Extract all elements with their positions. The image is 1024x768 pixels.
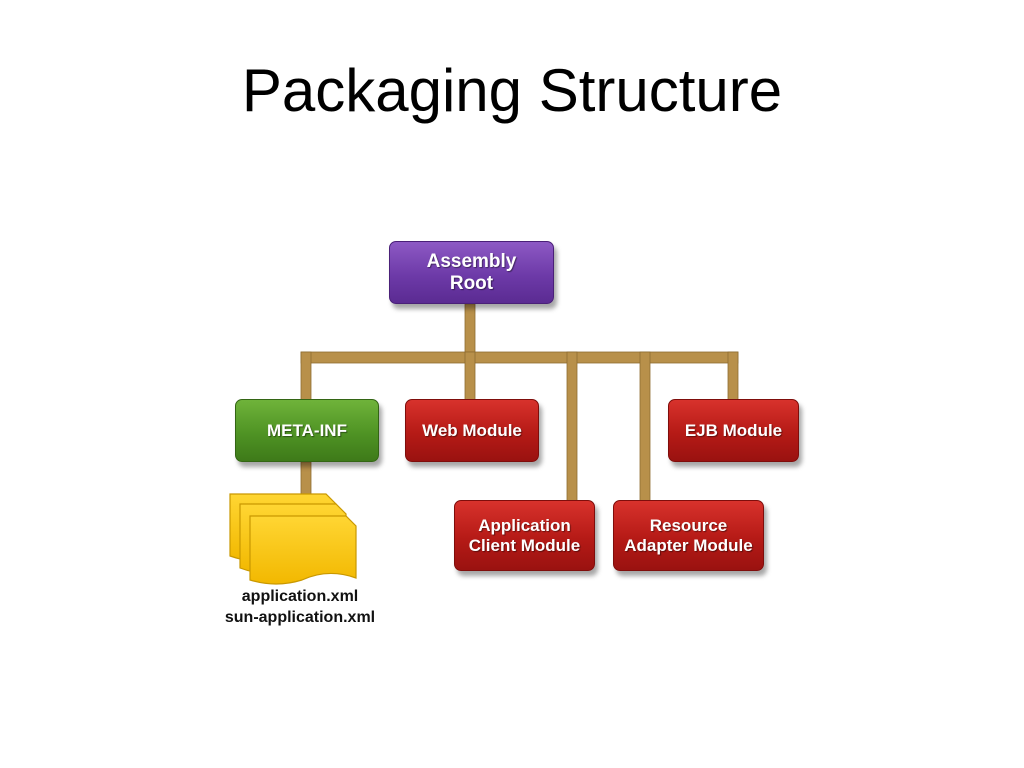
connector-ejb-module: [727, 351, 739, 401]
application-client-module-node: Application Client Module: [454, 500, 595, 571]
assembly-root-label-line1: Assembly: [426, 250, 517, 272]
descriptor-file-list: application.xml sun-application.xml: [200, 587, 400, 629]
resource-adapter-label-line2: Adapter Module: [624, 535, 753, 555]
ejb-module-label: EJB Module: [684, 420, 783, 440]
meta-inf-label: META-INF: [267, 420, 347, 440]
ejb-module-node: EJB Module: [668, 399, 799, 462]
assembly-root-node: Assembly Root: [389, 241, 554, 304]
application-client-label-line1: Application: [478, 515, 571, 535]
slide-title: Packaging Structure: [241, 57, 783, 124]
connector-web-module: [464, 351, 476, 401]
connector-root-trunk: [464, 303, 476, 357]
connector-meta-inf: [300, 351, 312, 401]
resource-adapter-module-node: Resource Adapter Module: [613, 500, 764, 571]
meta-inf-node: META-INF: [235, 399, 379, 462]
connector-app-client: [566, 351, 578, 502]
stacked-documents-icon: [229, 493, 357, 585]
assembly-root-label-line2: Root: [449, 272, 494, 294]
application-client-label-line2: Client Module: [468, 535, 581, 555]
web-module-node: Web Module: [405, 399, 539, 462]
file-name-application-xml: application.xml: [241, 588, 359, 605]
connector-bus: [300, 351, 739, 364]
resource-adapter-label-line1: Resource: [649, 515, 728, 535]
file-name-sun-application-xml: sun-application.xml: [224, 608, 376, 626]
web-module-label: Web Module: [422, 420, 522, 440]
connector-resource-adapter: [639, 351, 651, 502]
